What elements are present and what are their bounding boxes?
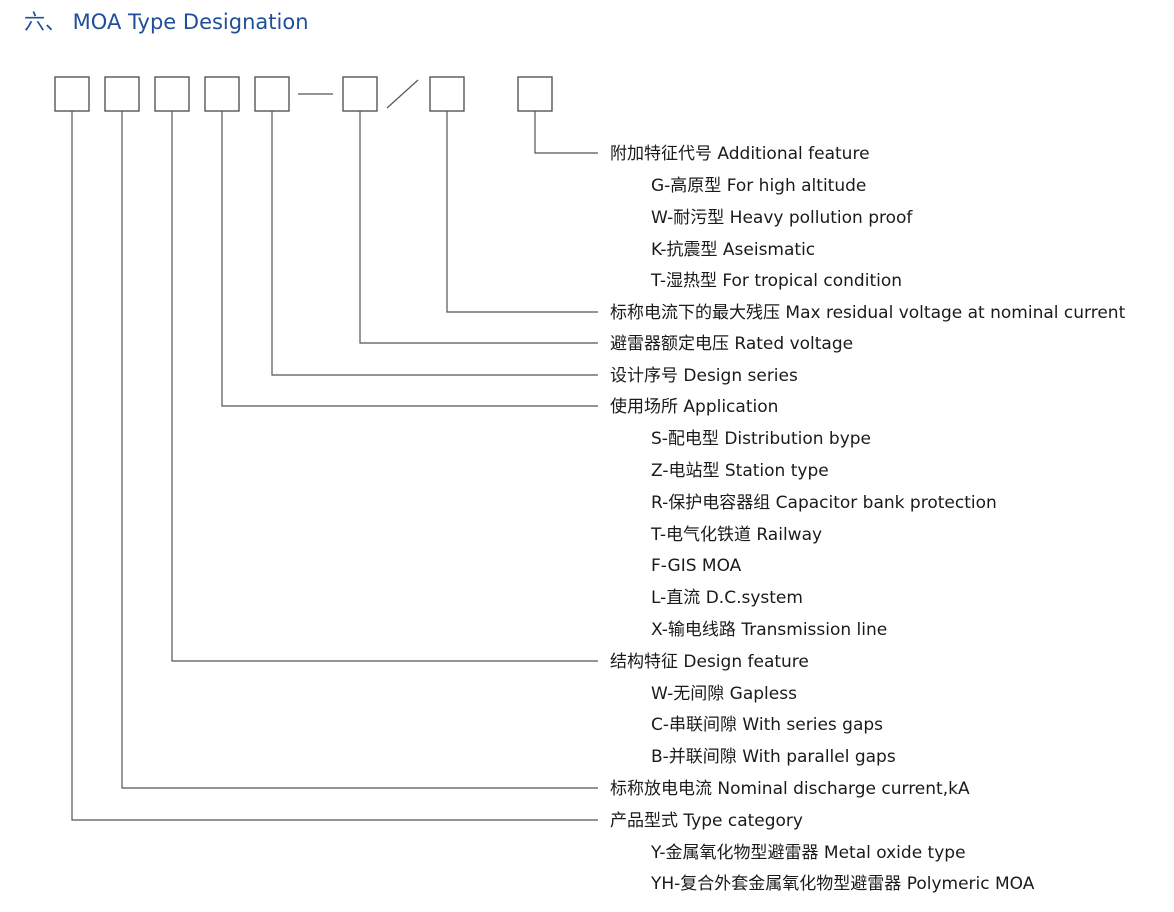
slash-separator [386,79,419,109]
label-additional-feature: 附加特征代号 Additional feature [610,144,870,164]
option-station: Z-电站型 Station type [651,461,829,481]
option-gis-moa: F-GIS MOA [651,556,742,576]
leader-type-category [71,111,598,821]
leader-application [221,111,598,407]
leader-rated-voltage [359,111,598,344]
leader-additional-feature [534,111,598,154]
option-tropical: T-湿热型 For tropical condition [650,271,902,291]
option-dc-system: L-直流 D.C.system [651,588,803,608]
option-aseismatic: K-抗震型 Aseismatic [651,240,815,260]
option-parallel-gaps: B-并联间隙 With parallel gaps [651,747,896,767]
leader-design-feature [171,111,598,662]
label-residual-voltage: 标称电流下的最大残压 Max residual voltage at nomin… [610,303,1126,323]
code-box-design-series [254,76,290,112]
option-series-gaps: C-串联间隙 With series gaps [651,715,883,735]
label-design-feature: 结构特征 Design feature [610,652,809,672]
label-application: 使用场所 Application [610,396,778,417]
code-box-rated-voltage [342,76,378,112]
option-metal-oxide: Y-金属氧化物型避雷器 Metal oxide type [650,843,966,863]
code-box-design-feature [154,76,190,112]
label-design-series: 设计序号 Design series [610,366,798,386]
option-gapless: W-无间隙 Gapless [651,684,797,704]
option-pollution-proof: W-耐污型 Heavy pollution proof [651,208,913,228]
leader-discharge-current [121,111,598,789]
code-box-residual-voltage [429,76,465,112]
option-transmission-line: X-输电线路 Transmission line [651,620,887,640]
leader-design-series [271,111,598,376]
label-type-category: 产品型式 Type category [610,811,803,831]
label-discharge-current: 标称放电电流 Nominal discharge current,kA [610,779,970,799]
label-rated-voltage: 避雷器额定电压 Rated voltage [610,334,853,354]
code-box-type-category [54,76,90,112]
code-box-application [204,76,240,112]
option-capacitor-bank: R-保护电容器组 Capacitor bank protection [651,493,997,513]
page-title: 六、 MOA Type Designation [24,10,309,34]
option-distribution: S-配电型 Distribution bype [651,429,871,449]
option-high-altitude: G-高原型 For high altitude [651,176,866,196]
option-polymeric: YH-复合外套金属氧化物型避雷器 Polymeric MOA [650,874,1035,894]
leader-residual-voltage [446,111,598,313]
option-railway: T-电气化铁道 Railway [650,525,822,545]
code-box-additional-feature [517,76,553,112]
code-box-discharge-current [104,76,140,112]
